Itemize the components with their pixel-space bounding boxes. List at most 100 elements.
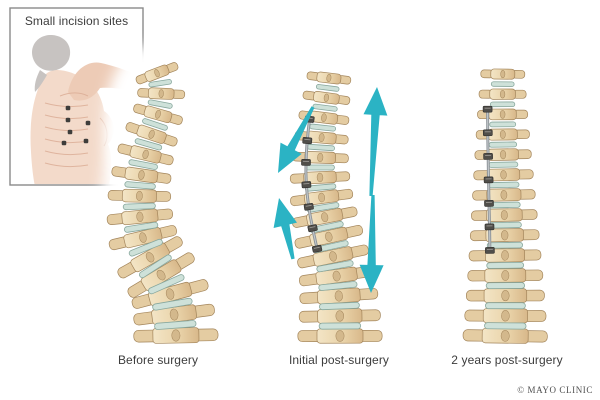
vertebra-body: [143, 105, 173, 124]
surgical-rod: [482, 105, 495, 254]
intervertebral-disc: [134, 138, 163, 151]
intervertebral-disc: [123, 221, 159, 233]
pedicle-screw: [303, 203, 314, 211]
figure-label-before-surgery: Before surgery: [117, 353, 199, 367]
vertebra-body: [303, 170, 337, 185]
intervertebral-disc: [124, 181, 156, 190]
intervertebral-disc: [489, 121, 517, 128]
vertebra-body: [306, 130, 337, 145]
vertebra-body: [303, 189, 340, 206]
vertebra-body: [484, 248, 526, 263]
pedicle-screw: [484, 223, 495, 231]
intervertebral-disc: [318, 281, 358, 291]
vertebra-processes: [466, 289, 545, 302]
intervertebral-disc: [312, 103, 338, 112]
vertebra-body: [485, 228, 524, 243]
vertebra-body: [483, 288, 528, 303]
intervertebral-disc: [152, 297, 193, 311]
vertebra-processes: [464, 309, 547, 322]
vertebra-body: [124, 166, 159, 184]
vertebra-processes: [468, 249, 542, 262]
copyright-credit: © MAYO CLINIC: [517, 385, 593, 395]
vertebra-body: [306, 207, 344, 227]
pedicle-screw: [301, 181, 312, 189]
vertebra-body: [129, 145, 162, 164]
intervertebral-disc: [148, 79, 172, 88]
vertebra-body: [123, 227, 163, 249]
incision-dot: [65, 117, 71, 123]
vertebra-body: [140, 259, 182, 291]
spine-figures: [106, 62, 548, 344]
intervertebral-disc: [485, 302, 526, 310]
vertebra-processes: [137, 88, 186, 100]
pedicle-screw: [311, 244, 323, 253]
intervertebral-disc: [122, 202, 156, 211]
vertebra-body: [481, 327, 529, 344]
vertebra-body: [309, 110, 339, 125]
pedicle-screw: [301, 159, 311, 166]
vertebra-body: [487, 128, 518, 141]
figure-label-initial-post-surgery: Initial post-surgery: [288, 353, 390, 367]
pedicle-screw: [483, 153, 493, 160]
vertebra-processes: [299, 287, 379, 305]
vertebra-body: [121, 188, 157, 203]
vertebra-body: [484, 268, 527, 283]
intervertebral-disc: [316, 260, 354, 273]
vertebra-processes: [302, 90, 351, 105]
vertebra-body: [317, 308, 363, 324]
intervertebral-disc: [128, 159, 158, 170]
vertebra-body: [121, 208, 159, 226]
vertebra-body: [489, 88, 516, 100]
vertebra-body: [316, 71, 342, 85]
correction-arrow: [273, 198, 297, 260]
intervertebral-disc: [139, 254, 172, 279]
vertebra-processes: [306, 71, 352, 85]
vertebra-processes: [467, 269, 544, 282]
vertebra-body: [136, 124, 167, 144]
two-years-post-surgery-spine: [462, 68, 548, 344]
vertebra-body: [316, 287, 361, 305]
correction-arrow: [359, 195, 384, 293]
intervertebral-disc: [154, 320, 197, 330]
intervertebral-disc: [309, 123, 337, 132]
vertebra-body: [482, 308, 528, 324]
intervertebral-disc: [485, 282, 526, 290]
pedicle-screw: [483, 176, 494, 184]
figure-label-two-years-post-surgery: 2 years post-surgery: [451, 353, 563, 367]
torso-illustration: [30, 34, 142, 184]
intervertebral-disc: [304, 164, 335, 171]
pedicle-screw: [307, 224, 318, 233]
vertebra-body: [488, 108, 517, 121]
vertebra-body: [144, 64, 170, 82]
intervertebral-disc: [486, 261, 525, 269]
incision-dot: [65, 105, 71, 111]
intervertebral-disc: [489, 101, 516, 108]
vertebra-body: [147, 87, 175, 100]
vertebra-processes: [462, 329, 548, 343]
intervertebral-disc: [318, 322, 362, 330]
incision-dot: [83, 138, 89, 144]
intervertebral-disc: [148, 274, 185, 295]
intervertebral-disc: [490, 81, 515, 87]
vertebra-processes: [471, 209, 538, 221]
intervertebral-disc: [306, 143, 335, 152]
vertebra-processes: [111, 166, 172, 184]
vertebra-body: [309, 226, 349, 247]
vertebra-body: [316, 328, 364, 344]
before-surgery-spine: [106, 62, 219, 344]
incision-dot: [67, 129, 73, 135]
pedicle-screw: [485, 247, 495, 254]
intervertebral-disc: [142, 118, 168, 131]
vertebra-processes: [291, 206, 358, 228]
vertebra-processes: [107, 190, 172, 202]
vertebra-body: [486, 188, 522, 202]
correction-arrow: [363, 87, 388, 197]
correction-arrow: [278, 106, 315, 173]
vertebra-processes: [106, 208, 174, 226]
pedicle-screw: [302, 137, 313, 145]
intervertebral-disc: [488, 161, 519, 168]
intervertebral-disc: [147, 99, 173, 109]
vertebra-body: [152, 327, 200, 344]
